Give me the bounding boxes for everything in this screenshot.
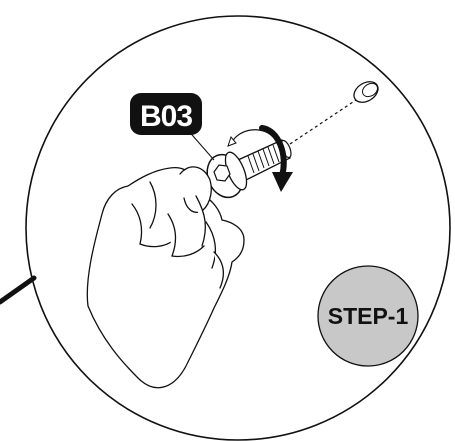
clockwise-arrow-icon: [227, 125, 293, 192]
step-badge-circle: [317, 265, 419, 367]
hole-icon: [353, 81, 379, 103]
step-label: STEP-1: [328, 303, 409, 329]
detail-circle: [25, 15, 451, 441]
hand-icon: [86, 166, 245, 389]
step-badge: STEP-1: [317, 265, 419, 367]
alignment-dashed-line: [289, 99, 357, 145]
part-label-callout: B03: [130, 93, 215, 161]
part-label: B03: [140, 100, 192, 133]
part-label-badge: [130, 93, 202, 135]
leader-line: [0, 275, 37, 305]
